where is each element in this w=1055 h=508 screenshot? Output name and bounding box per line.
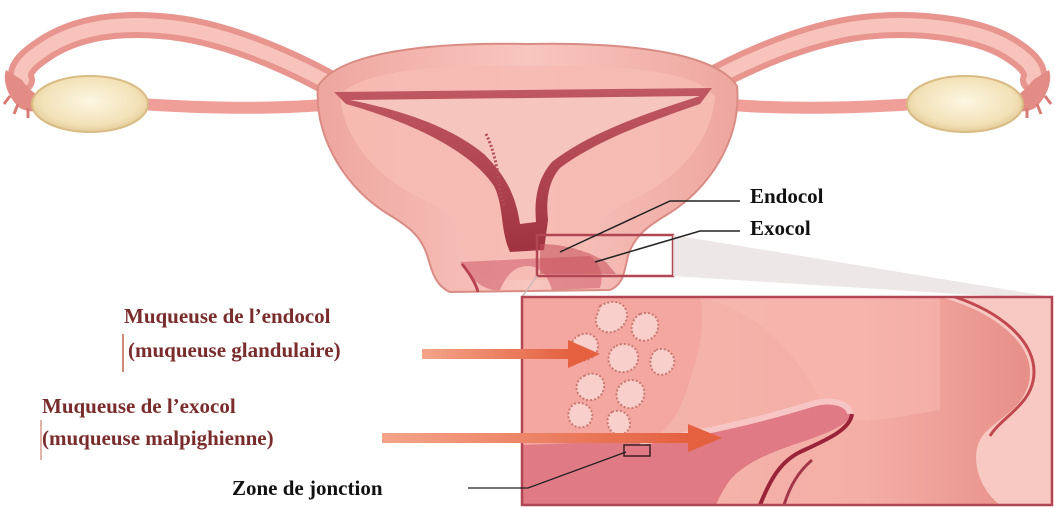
left-tick-1: [122, 334, 124, 372]
exocol-mucosa-label: Muqueuse de l’exocol: [42, 394, 236, 419]
right-ovary: [907, 76, 1023, 132]
endocol-mucosa-sublabel: (muqueuse glandulaire): [128, 338, 341, 363]
junction-zone-label: Zone de jonction: [232, 476, 383, 501]
zoom-connector-shade: [673, 235, 1052, 300]
endocol-mucosa-label: Muqueuse de l’endocol: [124, 304, 331, 329]
endocol-mucosa-arrow: [422, 340, 600, 368]
right-ovarian-ligament: [720, 104, 915, 108]
left-ovary: [32, 76, 148, 132]
exocol-label: Exocol: [750, 216, 811, 241]
endocol-label: Endocol: [750, 184, 824, 209]
zoom-detail-panel: [522, 297, 1052, 505]
exocol-mucosa-sublabel: (muqueuse malpighienne): [42, 426, 274, 451]
left-ovarian-ligament: [140, 104, 335, 108]
